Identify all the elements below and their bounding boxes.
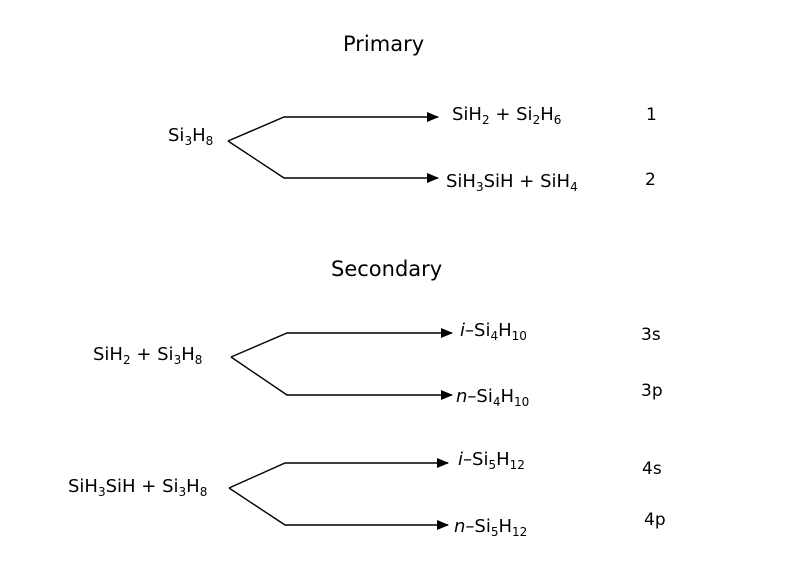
product-1: SiH2 + Si2H6 bbox=[452, 104, 562, 127]
product-2: SiH3SiH + SiH4 bbox=[446, 171, 578, 194]
reactant-primary: Si3H8 bbox=[168, 125, 214, 148]
reaction-label-4p: 4p bbox=[644, 510, 666, 530]
branch-primary-upper bbox=[227, 112, 439, 142]
branch-4-upper bbox=[228, 458, 449, 489]
product-3p: n–Si4H10 bbox=[456, 386, 530, 409]
reaction-label-4s: 4s bbox=[642, 459, 662, 479]
reaction-label-1: 1 bbox=[646, 105, 657, 125]
reaction-label-3s: 3s bbox=[641, 325, 661, 345]
branch-3-upper bbox=[230, 328, 453, 358]
reactant-secondary-4: SiH3SiH + Si3H8 bbox=[68, 476, 208, 499]
product-3s: i–Si4H10 bbox=[460, 320, 527, 343]
reaction-label-2: 2 bbox=[645, 170, 656, 190]
heading-secondary: Secondary bbox=[331, 257, 443, 281]
branch-primary-lower bbox=[227, 140, 439, 183]
product-4p: n–Si5H12 bbox=[454, 516, 528, 539]
branch-3-lower bbox=[230, 356, 453, 400]
branch-4-lower bbox=[228, 487, 449, 530]
product-4s: i–Si5H12 bbox=[458, 449, 525, 472]
heading-primary: Primary bbox=[343, 32, 425, 56]
reactant-secondary-3: SiH2 + Si3H8 bbox=[93, 344, 203, 367]
reaction-label-3p: 3p bbox=[641, 381, 663, 401]
